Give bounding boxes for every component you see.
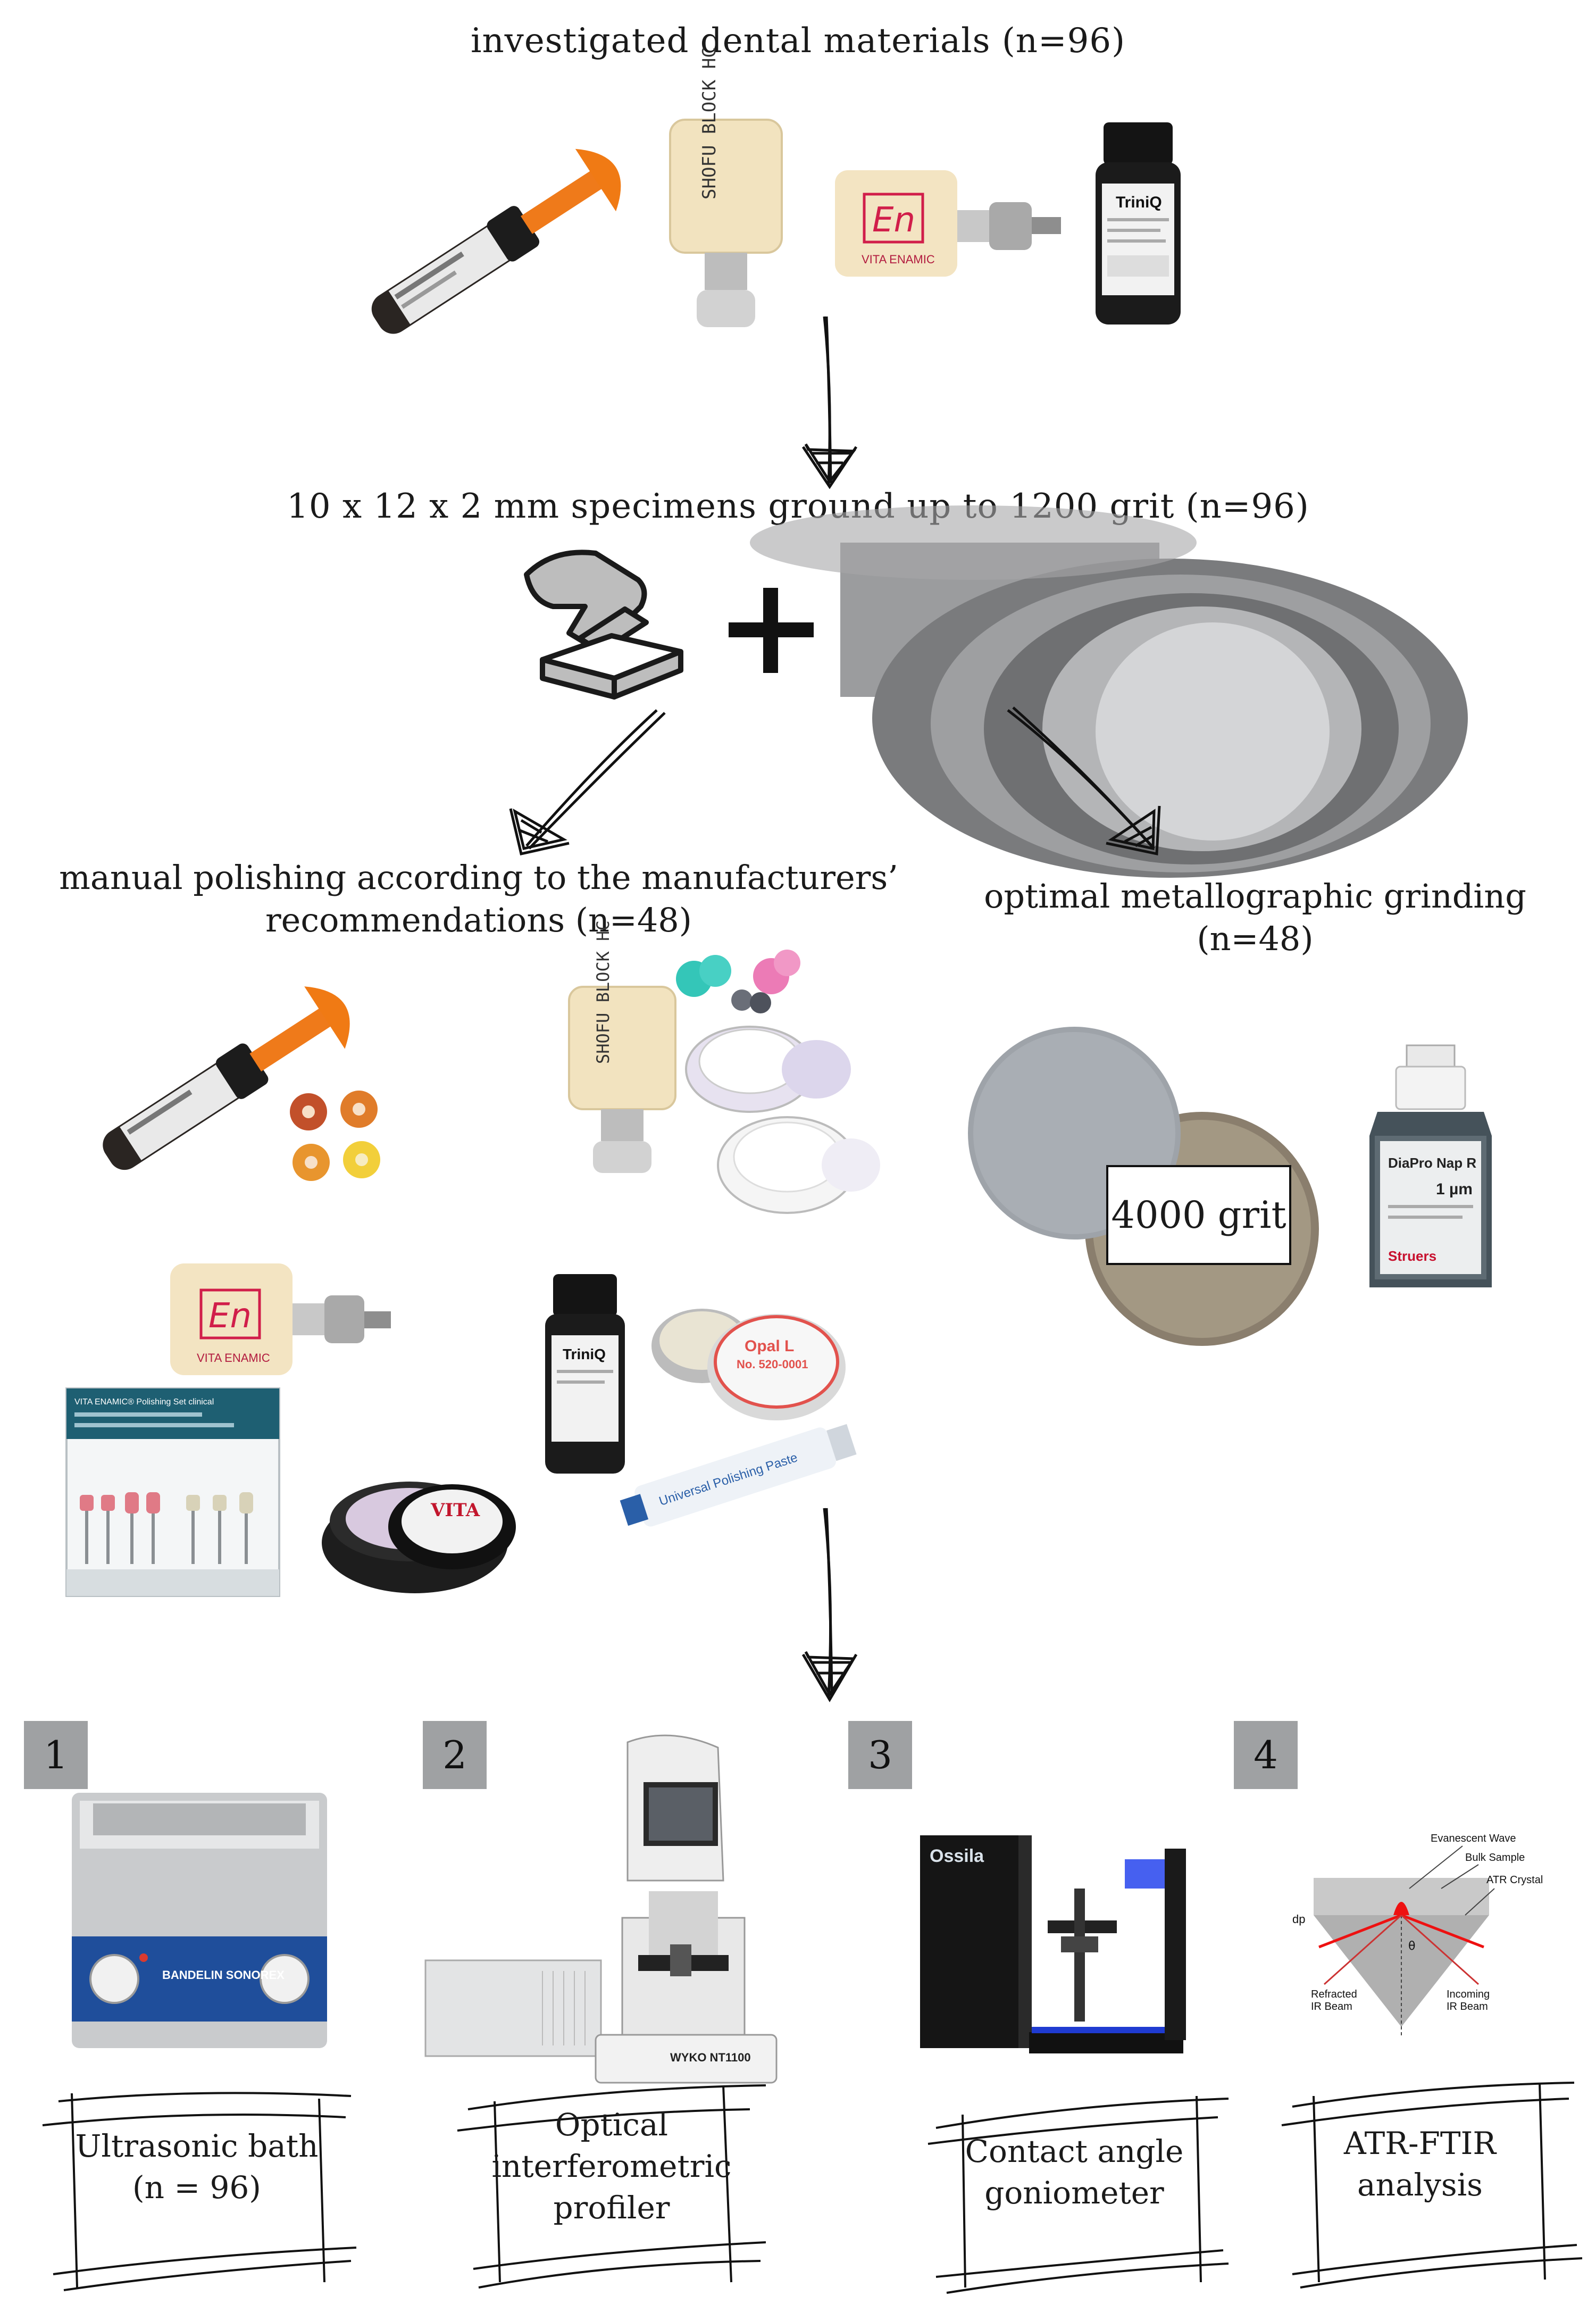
method-3-line1: Contact angle — [965, 2133, 1184, 2169]
atr-incoming-2: IR Beam — [1447, 2001, 1488, 2012]
sonorex-label: BANDELIN SONOREX — [162, 1968, 285, 1982]
method-number-2: 2 — [423, 1721, 487, 1789]
atr-dp: dp — [1292, 1912, 1305, 1926]
method-2-line1: Optical — [555, 2107, 669, 2143]
atr-refracted-2: IR Beam — [1311, 2001, 1352, 2012]
sketch-box-3 — [927, 2095, 1229, 2294]
ultrasonic-bath-image: BANDELIN SONOREX — [72, 1793, 327, 2048]
vita-kit-label: VITA ENAMIC® Polishing Set clinical — [74, 1398, 214, 1407]
struers-label: Struers — [1388, 1248, 1436, 1264]
atr-incoming-1: Incoming — [1447, 1989, 1490, 2000]
ossila-label: Ossila — [930, 1846, 984, 1866]
triniq-bottle-image: TriniQ — [1096, 122, 1181, 325]
atr-bulk: Bulk Sample — [1465, 1852, 1525, 1864]
triniq-polish-kit-image: TriniQ Opal L No. 520-0001 Universal Pol… — [545, 1274, 857, 1527]
wyko-label: WYKO NT1100 — [670, 2051, 751, 2064]
enamic-logo: En — [872, 201, 915, 240]
composite-polish-kit-image — [103, 986, 380, 1181]
vita-enamic-block-image: En VITA ENAMIC — [835, 170, 1061, 277]
sketch-box-1 — [42, 2092, 357, 2291]
atr-crystal: ATR Crystal — [1486, 1874, 1543, 1886]
triniq-label-2: TriniQ — [563, 1346, 606, 1362]
atr-theta: θ — [1408, 1940, 1415, 1953]
method-number-4: 4 — [1234, 1721, 1298, 1789]
sketch-box-4 — [1281, 2082, 1583, 2289]
method-4-line2: analysis — [1357, 2167, 1483, 2203]
triniq-label: TriniQ — [1116, 194, 1162, 211]
method-3-line2: goniometer — [984, 2175, 1164, 2211]
hand-grinding-icon — [524, 550, 683, 700]
method-label-1: Ultrasonic bath (n = 96) — [59, 2125, 335, 2208]
manual-polishing-line1: manual polishing according to the manufa… — [59, 858, 898, 897]
materials-title: investigated dental materials (n=96) — [470, 21, 1126, 61]
method-2-line2: interferometric — [491, 2148, 732, 2184]
manual-polishing-line2: recommendations (n=48) — [265, 901, 692, 939]
method-number-1: 1 — [24, 1721, 88, 1789]
method-4-line1: ATR-FTIR — [1343, 2125, 1497, 2161]
enamic-name: VITA ENAMIC — [862, 253, 935, 266]
atr-ftir-diagram: Evanescent Wave Bulk Sample ATR Crystal … — [1292, 1833, 1543, 2037]
shofu-label: SHOFU BLOCK HC — [699, 47, 720, 199]
atr-refracted-1: Refracted — [1311, 1989, 1357, 2000]
shofu-block-image: SHOFU BLOCK HC — [669, 47, 783, 327]
shofu-label-2: SHOFU BLOCK HC — [593, 920, 613, 1064]
metallographic-title: optimal metallographic grinding (n=48) — [984, 877, 1526, 958]
grinding-paper-image — [750, 505, 1468, 878]
grit-label: 4000 grit — [1111, 1193, 1286, 1237]
sketch-box-2 — [457, 2084, 766, 2289]
method-label-4: ATR-FTIR analysis — [1287, 2123, 1553, 2206]
enamic-logo-2: En — [208, 1296, 252, 1336]
enamic-name-2: VITA ENAMIC — [197, 1351, 270, 1365]
plus-icon — [729, 588, 814, 673]
enamic-polish-kit-image: En VITA ENAMIC VITA ENAMIC® Polishing Se… — [65, 1263, 516, 1597]
diapro-label: DiaPro Nap R — [1388, 1155, 1476, 1171]
atr-evanescent: Evanescent Wave — [1431, 1833, 1516, 1844]
optical-profiler-image: WYKO NT1100 — [424, 1734, 778, 2084]
method-label-3: Contact angle goniometer — [936, 2131, 1213, 2214]
arrow-to-metallographic — [1007, 706, 1161, 856]
shofu-polish-kit-image: SHOFU BLOCK HC — [568, 920, 880, 1214]
goniometer-image: Ossila — [920, 1835, 1186, 2053]
method-number-3: 3 — [848, 1721, 912, 1789]
vita-jar-label: VITA — [430, 1500, 480, 1521]
grit-label-box: 4000 grit — [1106, 1165, 1291, 1265]
opal-number: No. 520-0001 — [737, 1358, 808, 1371]
method-1-line2: (n = 96) — [132, 2169, 261, 2206]
method-1-line1: Ultrasonic bath — [75, 2128, 319, 2164]
diapro-grade: 1 µm — [1436, 1180, 1473, 1198]
method-label-2: Optical interferometric profiler — [473, 2104, 750, 2228]
arrow-down-2 — [801, 1508, 858, 1702]
diapro-bottle-image: DiaPro Nap R 1 µm Struers — [1369, 1044, 1492, 1287]
arrow-to-manual — [509, 709, 666, 855]
opal-label: Opal L — [745, 1337, 794, 1355]
method-2-line3: profiler — [553, 2190, 670, 2226]
composite-syringe-image — [371, 148, 621, 334]
manual-polishing-title: manual polishing according to the manufa… — [32, 856, 925, 942]
arrow-down-1 — [801, 316, 858, 489]
